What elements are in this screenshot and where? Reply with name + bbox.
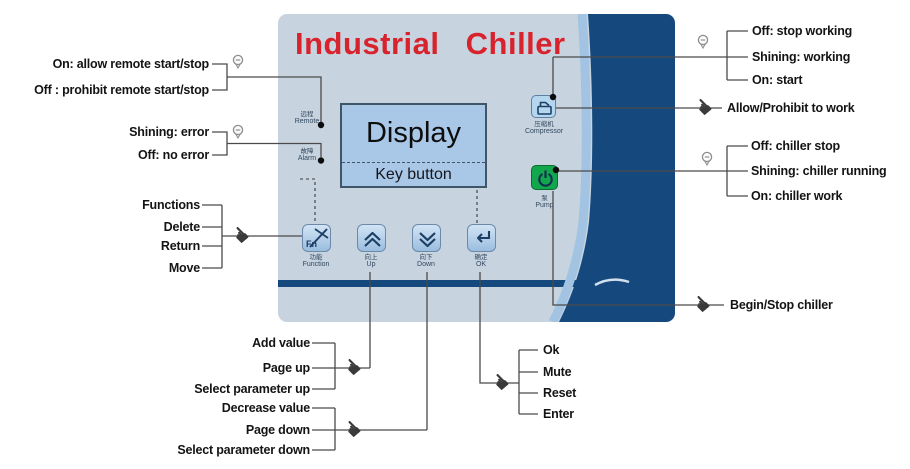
callout-page-down: Page down — [245, 423, 310, 437]
indicator-bulb-icon — [701, 151, 713, 167]
enter-arrow-icon — [476, 231, 491, 243]
panel-title: Industrial Chiller — [295, 26, 566, 61]
callout-ok: Ok — [543, 343, 560, 357]
indicator-bulb-icon — [697, 34, 709, 50]
callout-pump-on: On: chiller work — [751, 189, 843, 203]
compressor-icon — [537, 101, 552, 115]
key-button-label: Key button — [342, 162, 485, 186]
callout-compressor-off: Off: stop working — [752, 24, 853, 38]
callout-reset: Reset — [543, 386, 577, 400]
callout-add-value: Add value — [252, 336, 310, 350]
pump-button[interactable] — [531, 165, 558, 190]
callout-compressor-key: Allow/Prohibit to work — [727, 101, 855, 115]
press-hand-icon — [684, 287, 718, 321]
callout-decrease-value: Decrease value — [221, 401, 310, 415]
callout-remote-on: On: allow remote start/stop — [52, 57, 210, 71]
control-panel: Industrial Chiller 远程 Remote 故障 Alarm Di… — [278, 14, 675, 322]
callout-delete: Delete — [163, 220, 201, 234]
up-button[interactable] — [357, 224, 386, 252]
alarm-indicator-label: 故障 Alarm — [297, 148, 317, 163]
press-hand-icon — [335, 412, 369, 446]
down-button[interactable] — [412, 224, 441, 252]
navy-side-band — [559, 14, 675, 322]
callout-return: Return — [160, 239, 200, 253]
display-screen: Display Key button — [340, 103, 487, 188]
down-button-label: 向下 Down — [417, 254, 435, 269]
callout-mute: Mute — [543, 365, 572, 379]
function-button-label: 功能 Function — [302, 254, 330, 269]
callout-pump-off: Off: chiller stop — [751, 139, 840, 153]
press-hand-icon — [483, 365, 517, 399]
callout-pump-key: Begin/Stop chiller — [730, 298, 833, 312]
callout-move: Move — [168, 261, 200, 275]
callout-pump-shining: Shining: chiller running — [751, 164, 887, 178]
indicator-bulb-icon — [232, 124, 244, 140]
pump-button-label: 泵 Pump — [535, 195, 554, 210]
up-button-label: 向上 Up — [364, 254, 378, 269]
callout-compressor-on: On: start — [752, 73, 803, 87]
indicator-bulb-icon — [232, 54, 244, 70]
callout-alarm-off: Off: no error — [137, 148, 209, 162]
callout-page-up: Page up — [262, 361, 310, 375]
chevron-up-icon — [364, 231, 381, 247]
callout-functions: Functions — [142, 198, 200, 212]
callout-select-param-down: Select parameter down — [177, 443, 310, 457]
remote-indicator-label: 远程 Remote — [294, 111, 320, 126]
compressor-button[interactable] — [531, 95, 556, 118]
press-hand-icon — [686, 90, 720, 124]
callout-compressor-shining: Shining: working — [752, 50, 851, 64]
fn-text: Fn — [306, 239, 317, 249]
compressor-button-label: 压缩机 Compressor — [524, 121, 564, 136]
fn-pencil-icon — [309, 228, 329, 248]
callout-enter: Enter — [543, 407, 574, 421]
ok-button-label: 确定 OK — [474, 254, 488, 269]
ok-button[interactable] — [467, 224, 496, 252]
power-icon — [538, 170, 553, 187]
press-hand-icon — [223, 218, 257, 252]
chevron-down-icon — [419, 232, 436, 248]
callout-select-param-up: Select parameter up — [194, 382, 310, 396]
callout-alarm-shining: Shining: error — [129, 125, 209, 139]
display-label: Display — [365, 117, 462, 149]
callout-remote-off: Off : prohibit remote start/stop — [34, 83, 209, 97]
press-hand-icon — [335, 350, 369, 384]
panel-stripe — [278, 280, 675, 287]
function-button[interactable]: Fn — [302, 224, 331, 252]
